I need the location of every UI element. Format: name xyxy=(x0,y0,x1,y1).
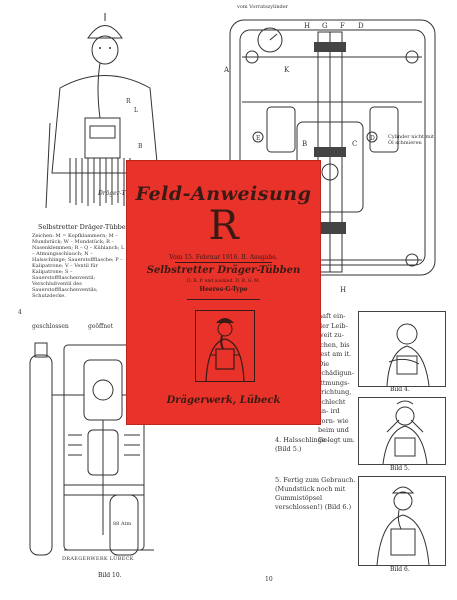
cover-soldier-picture xyxy=(195,310,255,382)
schematic-cylinder-note: Cylinder nicht mit Öl schmieren xyxy=(388,134,434,146)
valve-diagram xyxy=(24,335,184,565)
small-bottle-label: 88 Atm xyxy=(113,521,132,527)
svg-text:G: G xyxy=(322,22,328,30)
figure-10-caption: Bild 10. xyxy=(98,572,122,579)
cover-rule-mid xyxy=(187,299,260,300)
svg-text:D: D xyxy=(370,135,375,142)
figure-6-drawing xyxy=(376,486,430,566)
valve-drawing xyxy=(29,342,154,556)
svg-text:D: D xyxy=(358,22,364,30)
label-closed: geschlossen xyxy=(32,323,69,330)
schematic-top-label: vom Vorratszylinder xyxy=(237,4,289,10)
cover-publisher: Drägerwerk, Lübeck xyxy=(166,395,281,406)
cover-rule-top xyxy=(175,262,272,263)
svg-text:B: B xyxy=(302,140,307,148)
maker-label: DRAEGERWERK LÜBECK xyxy=(62,556,134,562)
soldier-device-label: Dräger-Tübben xyxy=(98,190,145,197)
step-4-text: 4. Halsschlinge legt um. (Bild 5.) xyxy=(275,436,355,453)
field-manual-cover: Feld-Anweisung R Vom 15. Februar 1916. I… xyxy=(127,161,320,424)
cover-big-letter: R xyxy=(208,203,239,249)
page-number-bottom: 10 xyxy=(265,576,273,583)
cover-date-line: Vom 15. Februar 1916. II. Ausgabe. xyxy=(169,254,278,261)
step-5-text: 5. Fertig zum Gebrauch. (Mundstück noch … xyxy=(275,476,356,511)
svg-text:L: L xyxy=(134,107,138,114)
soldier-caption: Selbstretter Dräger-Tübben xyxy=(38,223,130,231)
figure-6-caption: Bild 6. xyxy=(390,566,410,573)
figure-5-photo xyxy=(358,397,446,465)
cover-army-line: Heeres-G-Type xyxy=(199,286,248,293)
svg-text:F: F xyxy=(340,22,345,30)
figure-4-caption: Bild 4. xyxy=(390,386,410,393)
figure-4-drawing xyxy=(386,323,430,387)
svg-text:H: H xyxy=(304,22,310,30)
figure-5-drawing xyxy=(382,400,428,465)
svg-text:K: K xyxy=(284,66,290,74)
cover-device-sub: D. R. P. und ausländ. D. R. G. M. xyxy=(186,279,261,284)
cover-device-name: Selbstretter Dräger-Tübben xyxy=(146,265,301,276)
soldier-illustration: R L B xyxy=(30,8,180,218)
text-fragment: haft ein- der Leib- weit zu- ichen, bis … xyxy=(318,312,355,444)
svg-text:C: C xyxy=(352,140,357,148)
figure-6-photo xyxy=(358,476,446,566)
label-open: geöffnet xyxy=(88,323,114,330)
svg-text:E: E xyxy=(256,135,260,142)
soldier-legend: Zeichen: M = Kopfklammern; M – Mundstück… xyxy=(32,233,125,299)
svg-text:B: B xyxy=(138,143,143,150)
cover-soldier-drawing xyxy=(205,318,245,382)
svg-text:A: A xyxy=(223,66,230,74)
cover-title: Feld-Anweisung xyxy=(135,183,312,205)
figure-4-photo xyxy=(358,311,446,387)
soldier-drawing: R L B xyxy=(45,13,159,209)
page-number-left: 4 xyxy=(18,309,22,316)
svg-text:R: R xyxy=(126,98,131,105)
figure-5-caption: Bild 5. xyxy=(390,465,410,472)
svg-text:H: H xyxy=(340,286,346,294)
